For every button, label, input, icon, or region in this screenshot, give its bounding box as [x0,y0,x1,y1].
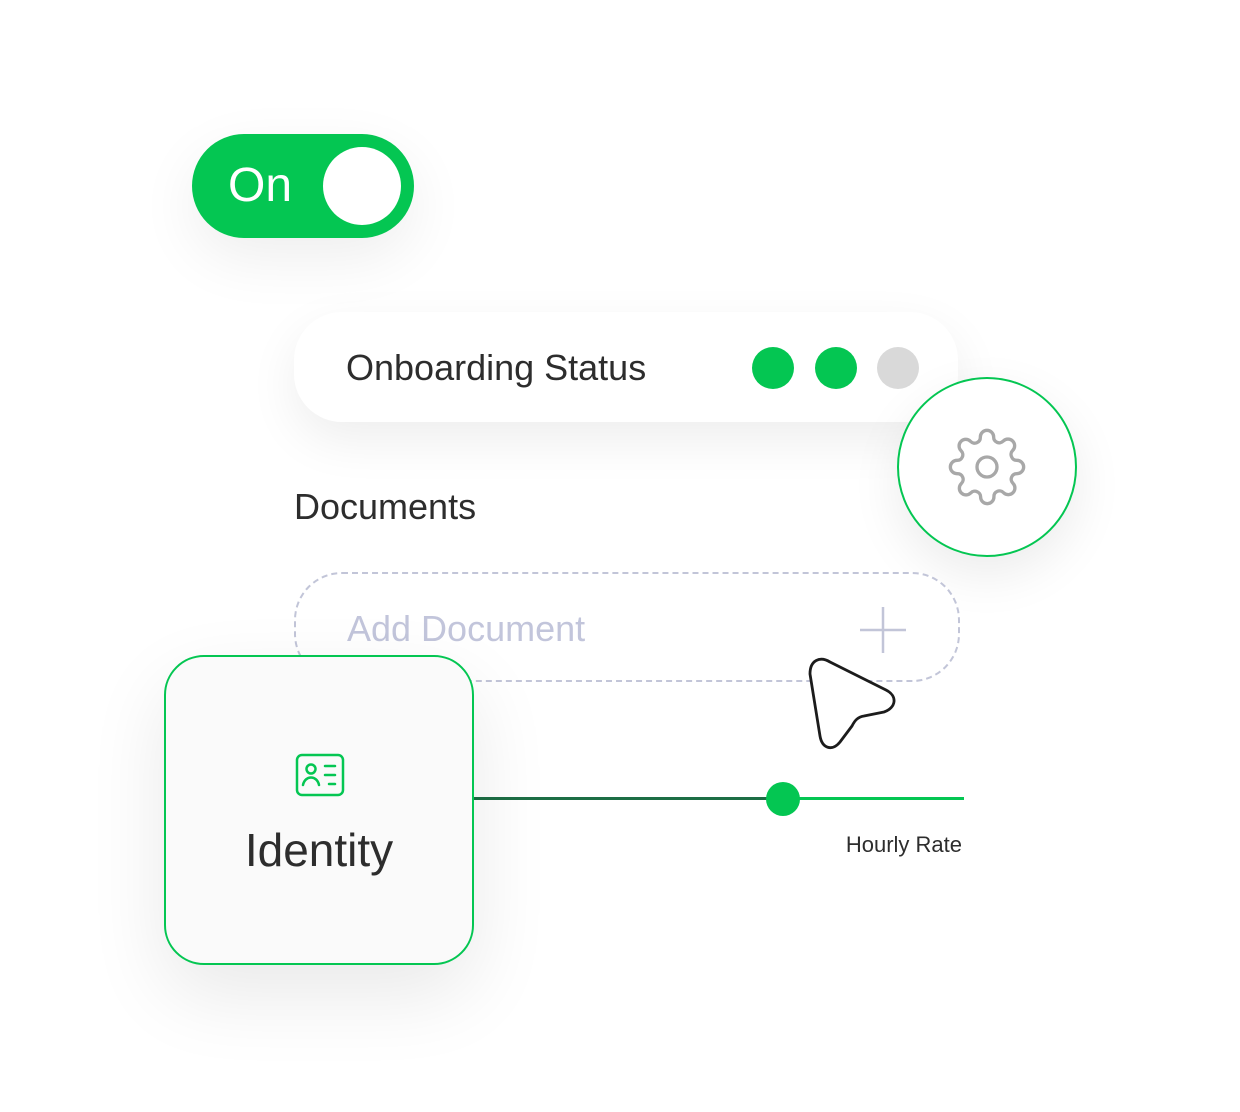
identity-label: Identity [244,824,394,876]
hourly-rate-slider[interactable] [474,780,964,820]
toggle-knob[interactable] [323,147,401,225]
gear-icon [948,428,1026,506]
onboarding-status-card: Onboarding Status [294,312,958,422]
slider-fill [474,797,783,800]
on-toggle-switch[interactable]: On [192,134,414,238]
status-step-dot-3 [877,347,919,389]
onboarding-status-title: Onboarding Status [346,347,647,388]
slider-thumb[interactable] [765,782,800,816]
documents-heading: Documents [294,486,477,527]
add-document-label: Add Document [347,608,586,649]
plus-icon [860,607,906,653]
id-card-icon [295,753,345,797]
identity-card[interactable]: Identity [164,655,474,965]
status-step-dot-1 [752,347,794,389]
status-step-dot-2 [815,347,857,389]
pointer-cursor-icon [808,657,896,750]
hourly-rate-label: Hourly Rate [845,832,962,857]
settings-button[interactable] [897,377,1077,557]
toggle-label: On [228,159,293,212]
